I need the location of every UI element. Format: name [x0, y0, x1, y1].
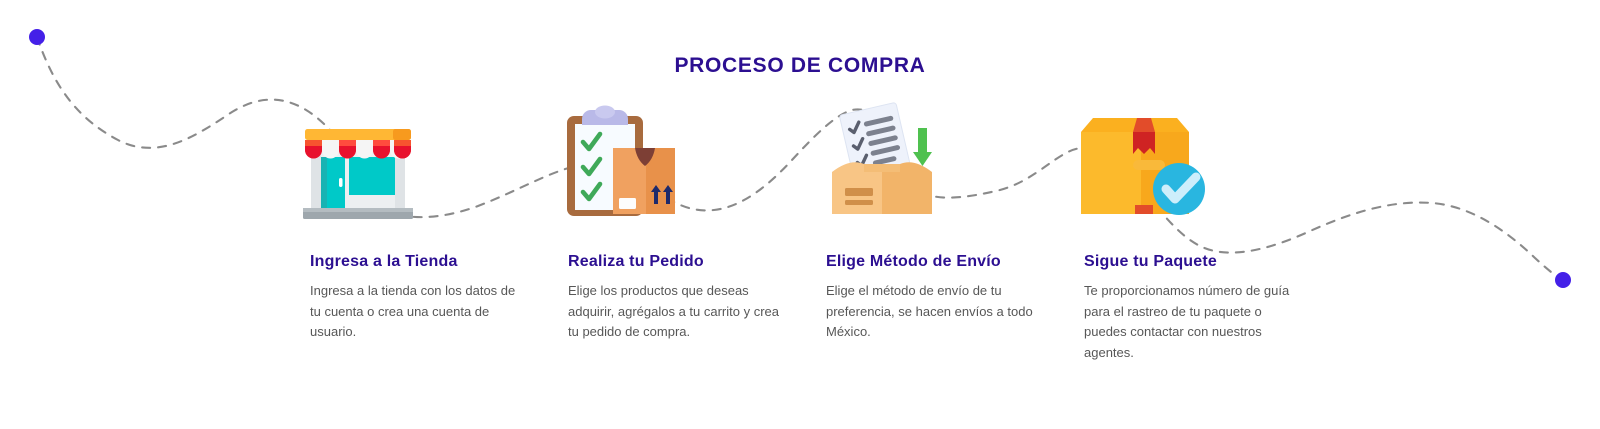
clipboard-checklist-box-icon [555, 100, 785, 225]
step-title: Realiza tu Pedido [568, 253, 704, 270]
step-text-block: Sigue tu Paquete Te proporcionamos númer… [1084, 225, 1314, 363]
step-description: Ingresa a la tienda con los datos de tu … [310, 283, 516, 339]
storefront-icon [283, 100, 513, 225]
page-title: PROCESO DE COMPRA [674, 54, 926, 77]
process-step-1: Ingresa a la Tienda Ingresa a la tienda … [303, 100, 540, 343]
step-text-block: Elige Método de Envío Elige el método de… [826, 225, 1056, 343]
process-step-3: Elige Método de Envío Elige el método de… [826, 100, 1056, 343]
step-description: Elige los productos que deseas adquirir,… [568, 283, 779, 339]
step-description: Elige el método de envío de tu preferenc… [826, 283, 1033, 339]
step-title: Sigue tu Paquete [1084, 253, 1217, 270]
process-step-4: Sigue tu Paquete Te proporcionamos númer… [1081, 100, 1314, 363]
step-description: Te proporcionamos número de guía para el… [1084, 283, 1290, 360]
process-step-2: Realiza tu Pedido Elige los productos qu… [567, 100, 798, 343]
open-box-checklist-icon [814, 100, 1044, 225]
step-text-block: Realiza tu Pedido Elige los productos qu… [568, 225, 798, 343]
step-title: Ingresa a la Tienda [310, 253, 458, 270]
step-text-block: Ingresa a la Tienda Ingresa a la tienda … [310, 225, 540, 343]
package-check-icon [1075, 100, 1305, 225]
step-title: Elige Método de Envío [826, 253, 1001, 270]
